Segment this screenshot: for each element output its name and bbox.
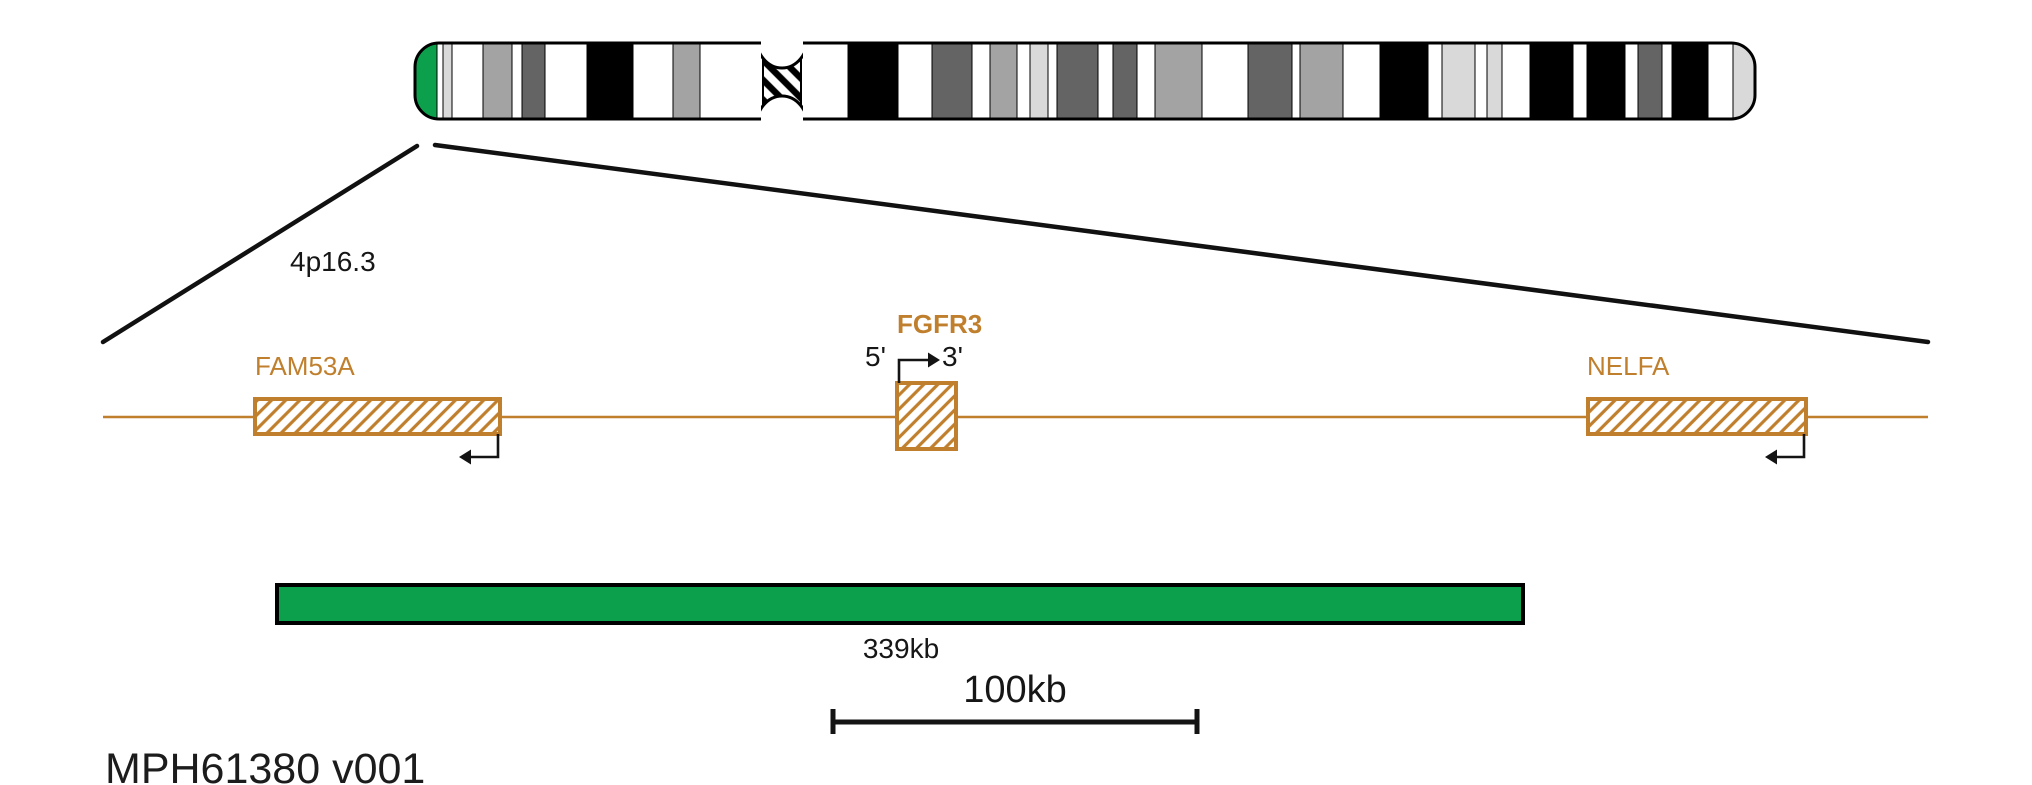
- centromere-pinch-bottom: [761, 94, 803, 125]
- reverse-strand-arrowhead: [1765, 449, 1777, 465]
- zoom-fan-lines: [100, 142, 1931, 345]
- ideogram-band: [931, 42, 973, 120]
- chromosome-ideogram: [413, 41, 1757, 125]
- chromosome-outline: [413, 41, 1757, 121]
- ideogram-band: [451, 42, 484, 120]
- ideogram-band: [1247, 42, 1293, 120]
- ideogram-band: [699, 42, 764, 120]
- ideogram-band: [1291, 42, 1301, 120]
- ideogram-band: [1671, 42, 1709, 120]
- ideogram-band: [544, 42, 588, 120]
- ideogram-band: [632, 42, 674, 120]
- gene-box-FAM53A: [253, 397, 502, 436]
- scale-bar: [830, 709, 1200, 734]
- gene-label-FAM53A: FAM53A: [255, 351, 355, 381]
- scale-bar-label: 100kb: [963, 669, 1067, 711]
- ideogram-band: [1136, 42, 1156, 120]
- ideogram-band: [1707, 42, 1734, 120]
- ideogram-band: [1661, 42, 1673, 120]
- ideogram-band: [847, 42, 899, 120]
- ideogram-band: [1529, 42, 1574, 120]
- gene-label-NELFA: NELFA: [1587, 351, 1670, 381]
- ideogram-band: [1427, 42, 1443, 120]
- ideogram-band: [482, 42, 513, 120]
- ideogram-bands: [414, 42, 1756, 120]
- ideogram-band: [1201, 42, 1249, 120]
- zoom-line-right: [432, 142, 1931, 345]
- gene-boxes: [253, 352, 1808, 465]
- probe-region-rect: [275, 583, 1525, 625]
- ideogram-band: [971, 42, 991, 120]
- ideogram-band: [586, 42, 634, 120]
- reverse-strand-arrowhead: [459, 449, 471, 465]
- figure-id-label: MPH61380 v001: [105, 745, 426, 785]
- ideogram-band: [989, 42, 1018, 120]
- reverse-strand-arrow-line: [1777, 434, 1806, 459]
- region-size-label: 339kb: [862, 633, 940, 664]
- centromere-pinch-top: [761, 41, 803, 70]
- ideogram-band: [1501, 42, 1531, 120]
- ideogram-band: [1572, 42, 1588, 120]
- ideogram-band: [1624, 42, 1639, 120]
- ideogram-band: [1441, 42, 1476, 120]
- centromere-pinch: [761, 41, 803, 125]
- ideogram-band: [436, 42, 444, 120]
- gene-box-FGFR3: [895, 381, 958, 451]
- ideogram-band: [1474, 42, 1488, 120]
- zoom-line-left: [100, 143, 420, 345]
- probe-region-bar: [275, 583, 1525, 625]
- gene-label-FGFR3: FGFR3: [897, 309, 983, 339]
- ideogram-band: [1342, 42, 1381, 120]
- locus-label: 4p16.3: [290, 246, 376, 277]
- reverse-strand-arrow-line: [471, 434, 500, 459]
- ideogram-band: [1486, 42, 1503, 120]
- ideogram-band: [442, 42, 453, 120]
- ideogram-band: [1016, 42, 1031, 120]
- ideogram-band: [1586, 42, 1626, 120]
- ideogram-band: [897, 42, 933, 120]
- three-prime-label: 3': [942, 341, 963, 372]
- five-prime-label: 5': [865, 341, 886, 372]
- ideogram-band: [800, 42, 849, 120]
- ideogram-band: [1056, 42, 1099, 120]
- ideogram-band: [1379, 42, 1429, 120]
- ideogram-band: [1637, 42, 1663, 120]
- gene-box-NELFA: [1586, 397, 1808, 436]
- ideogram-band: [1154, 42, 1203, 120]
- ideogram-band: [511, 42, 523, 120]
- ideogram-band: [1047, 42, 1058, 120]
- ideogram-band: [521, 42, 546, 120]
- forward-strand-arrow-line: [897, 358, 928, 383]
- ideogram-band: [1097, 42, 1114, 120]
- ideogram-band: [1112, 42, 1138, 120]
- ideogram-band: [1299, 42, 1344, 120]
- forward-strand-arrowhead: [928, 352, 940, 368]
- ideogram-band: [1029, 42, 1049, 120]
- ideogram-band: [672, 42, 701, 120]
